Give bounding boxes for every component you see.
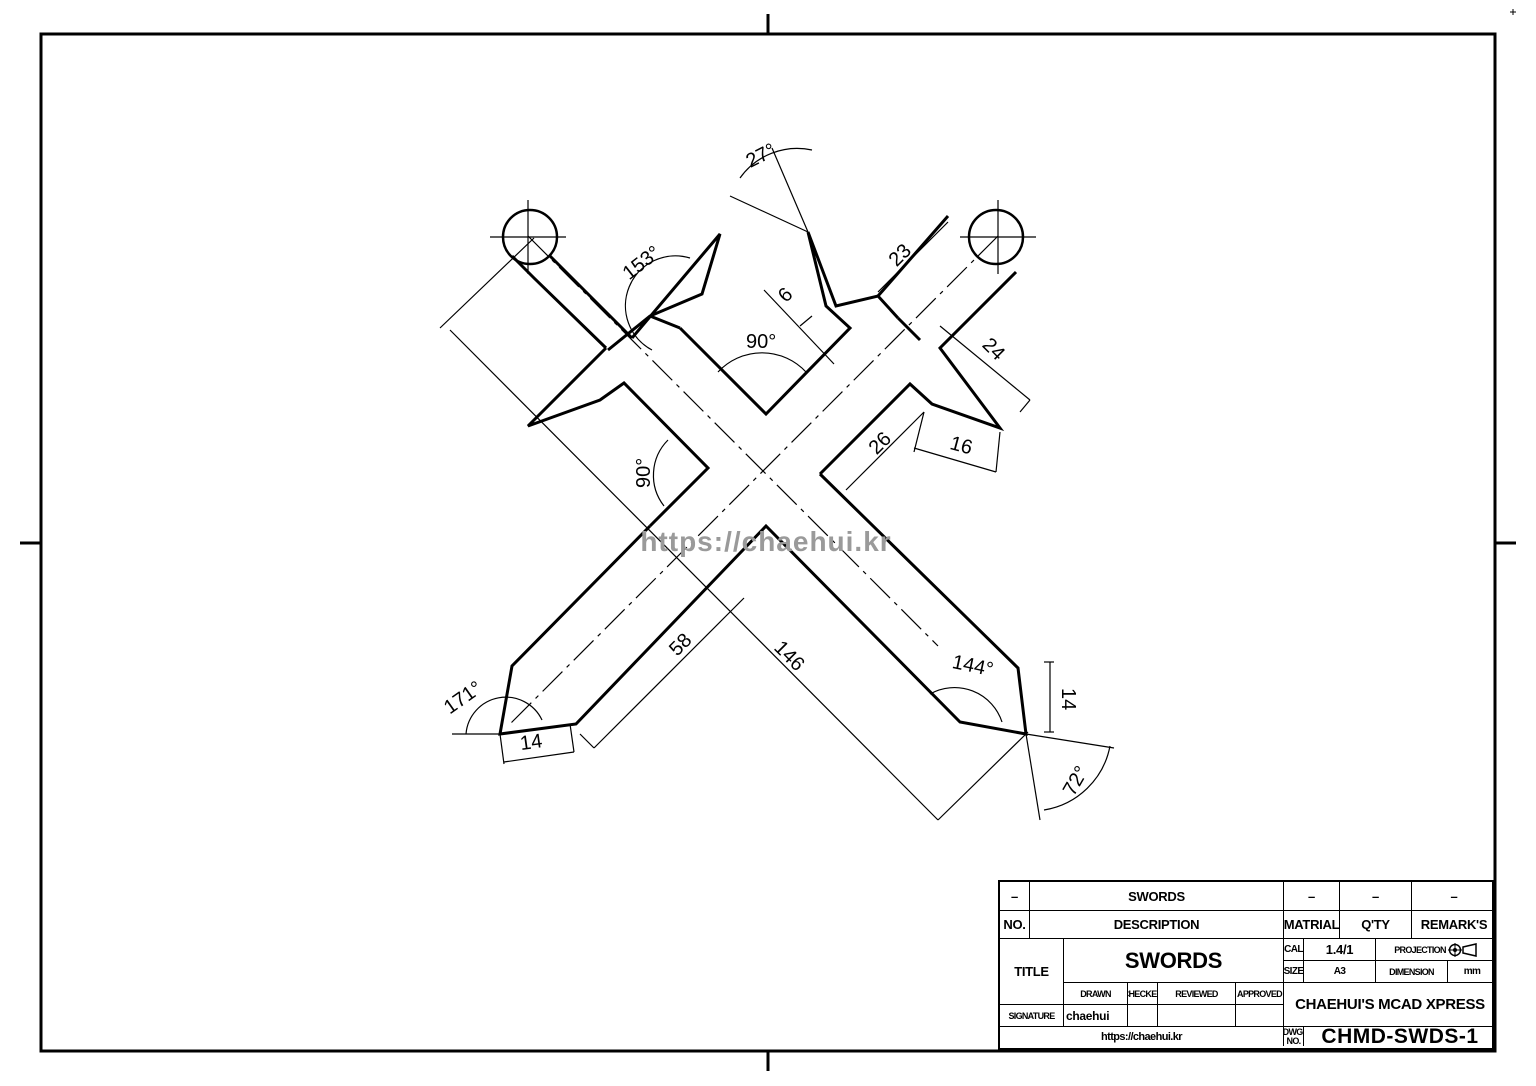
third-angle-projection-icon xyxy=(1447,942,1477,957)
sheet-border xyxy=(20,9,1516,1071)
title-value: SWORDS xyxy=(1064,939,1284,983)
company-name: CHAEHUI'S MCAD XPRESS xyxy=(1284,983,1496,1027)
sword-outline xyxy=(498,215,1028,736)
dim-153: 153° xyxy=(619,242,665,285)
dim-26: 26 xyxy=(865,428,896,459)
header-no: NO. xyxy=(1000,911,1030,939)
dim-14-bottom: 14 xyxy=(519,730,544,755)
dim-16: 16 xyxy=(948,432,975,459)
scale-label: SCALE xyxy=(1284,939,1304,961)
header-material: MATRIAL xyxy=(1284,911,1340,939)
signature-checked xyxy=(1128,1005,1158,1027)
row1-qty: – xyxy=(1340,882,1412,911)
title-block: – SWORDS – – – NO. DESCRIPTION MATRIAL Q… xyxy=(998,880,1496,1050)
row1-no: – xyxy=(1000,882,1030,911)
watermark: https://chaehui.kr xyxy=(640,526,891,557)
dim-171: 171° xyxy=(440,677,487,719)
dim-6: 6 xyxy=(774,283,797,306)
title-label: TITLE xyxy=(1000,939,1064,1005)
row1-description: SWORDS xyxy=(1030,882,1284,911)
scale-value: 1.4/1 xyxy=(1304,939,1376,961)
dim-90-top: 90° xyxy=(746,331,776,353)
projection-label: PROJECTION xyxy=(1394,944,1446,955)
dim-23: 23 xyxy=(885,240,916,271)
drawn-label: DRAWN xyxy=(1064,983,1128,1005)
dwg-no-value: CHMD-SWDS-1 xyxy=(1321,1027,1479,1046)
url-text: https://chaehui.kr xyxy=(1000,1027,1284,1046)
dim-58: 58 xyxy=(665,629,696,660)
dimension-arcs xyxy=(465,147,1111,811)
size-value: A3 xyxy=(1304,961,1376,983)
dim-72: 72° xyxy=(1059,762,1093,799)
header-qty: Q'TY xyxy=(1340,911,1412,939)
signature-label: SIGNATURE xyxy=(1000,1005,1064,1027)
reviewed-label: REVIEWED xyxy=(1158,983,1236,1005)
signature-approved xyxy=(1236,1005,1284,1027)
header-remarks: REMARK'S xyxy=(1412,911,1496,939)
dim-90-left: 90° xyxy=(633,458,655,488)
signature-reviewed xyxy=(1158,1005,1236,1027)
size-label: SIZE xyxy=(1284,961,1304,983)
dim-146: 146 xyxy=(769,637,808,676)
dwg-no-label: DWG. NO. xyxy=(1284,1027,1304,1046)
dimension-lines xyxy=(439,147,1115,821)
row1-remarks: – xyxy=(1412,882,1496,911)
pommel-circles xyxy=(501,208,1025,266)
projection-cell: PROJECTION xyxy=(1376,939,1496,961)
row1-material: – xyxy=(1284,882,1340,911)
checked-label: CHECKED xyxy=(1128,983,1158,1005)
signature-value: chaehui xyxy=(1064,1005,1128,1027)
header-description: DESCRIPTION xyxy=(1030,911,1284,939)
dimension-value: mm xyxy=(1448,961,1496,983)
dim-14-right: 14 xyxy=(1057,688,1079,710)
dim-144: 144° xyxy=(950,651,995,681)
approved-label: APPROVED xyxy=(1236,983,1284,1005)
dimension-label: DIMENSION xyxy=(1376,961,1448,983)
